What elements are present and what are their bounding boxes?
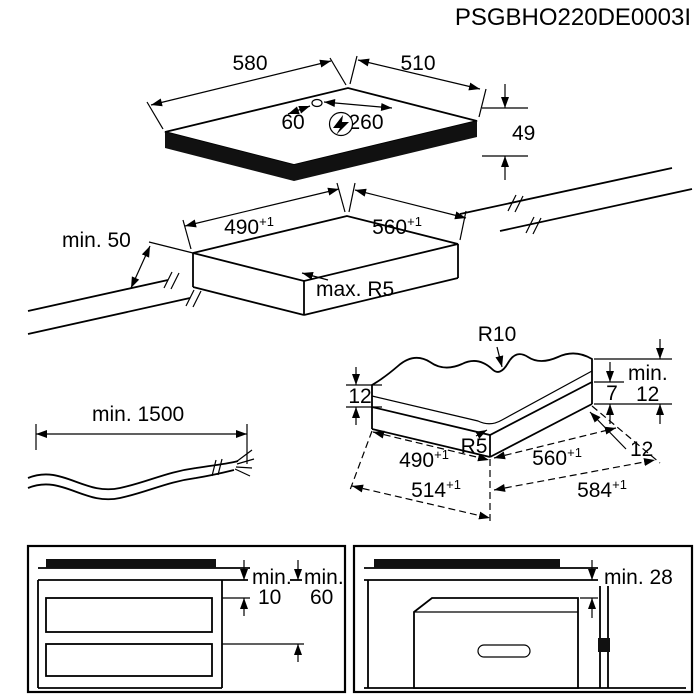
dim-edge-profile-right: 7 min. 12 xyxy=(594,339,672,424)
drawer-lower xyxy=(45,643,213,677)
svg-text:49: 49 xyxy=(512,122,535,145)
dim-hob-width: 580 xyxy=(146,52,347,130)
drawer-clearance-view: min. 10 min. 60 xyxy=(26,544,347,694)
svg-text:12: 12 xyxy=(348,385,371,408)
label-max-corner-radius: max. R5 xyxy=(301,271,394,301)
edge-marking-line xyxy=(371,370,593,425)
dim-gap-hob-shelf: min. 60 xyxy=(222,560,344,662)
corner-dimension-lines: 490+1 514+1 560+1 584+1 xyxy=(349,405,661,522)
drawer-upper xyxy=(45,597,213,633)
built-in-oven xyxy=(413,597,579,689)
svg-text:60: 60 xyxy=(310,586,333,609)
cable-drawing xyxy=(27,449,255,501)
svg-text:min.: min. xyxy=(628,362,668,385)
dim-corner-outer-depth: 514+1 xyxy=(411,477,461,502)
svg-text:12: 12 xyxy=(630,438,653,461)
svg-text:560+1: 560+1 xyxy=(372,214,422,239)
hob-rim-right-face xyxy=(294,121,477,181)
cutout-opening xyxy=(192,215,459,316)
product-code: PSGBHO220DE0003I xyxy=(455,4,691,31)
svg-text:490+1: 490+1 xyxy=(224,214,274,239)
dim-edge-width-right: 12 xyxy=(589,411,653,461)
dim-cutout-width: 560+1 xyxy=(348,182,467,241)
worktop-cutout-view: 490+1 560+1 min. 50 max. R5 xyxy=(27,167,693,335)
dim-corner-outer-width: 584+1 xyxy=(577,477,627,502)
svg-text:min. 50: min. 50 xyxy=(62,229,131,252)
power-cable-view: min. 1500 xyxy=(27,403,255,501)
svg-text:max. R5: max. R5 xyxy=(316,278,394,301)
svg-text:min. 28: min. 28 xyxy=(604,566,673,589)
panel-border-left xyxy=(26,544,347,694)
hob-isometric-view: 580 510 60 260 49 xyxy=(146,52,535,181)
panel-border-right xyxy=(352,544,694,694)
hob-cross-section xyxy=(46,559,216,568)
svg-text:min.: min. xyxy=(252,566,292,589)
mounting-block xyxy=(598,638,610,652)
dim-cable-distance: 260 xyxy=(323,98,393,134)
svg-text:10: 10 xyxy=(258,586,281,609)
svg-text:60: 60 xyxy=(281,111,304,134)
hob-rim-left-face xyxy=(165,132,294,181)
dim-cable-length: min. 1500 xyxy=(92,403,184,426)
dim-cutout-depth: 490+1 xyxy=(182,182,346,250)
dim-gap-hob-drawer: min. 10 xyxy=(222,560,292,616)
cable-entry-hole xyxy=(311,98,323,108)
svg-text:510: 510 xyxy=(400,52,435,75)
svg-text:7: 7 xyxy=(606,382,618,405)
svg-text:260: 260 xyxy=(348,111,383,134)
dim-hob-depth: 510 xyxy=(349,52,487,118)
oven-clearance-view: min. 28 xyxy=(352,544,694,694)
dim-corner-cutout-depth: 490+1 xyxy=(399,447,449,472)
svg-text:R10: R10 xyxy=(478,323,517,346)
dim-cable-offset: 60 xyxy=(281,105,311,134)
label-edge-radius: R10 xyxy=(478,323,517,368)
dim-gap-hob-oven: min. 28 xyxy=(580,560,673,618)
svg-text:580: 580 xyxy=(232,52,267,75)
dim-hob-height: 49 xyxy=(482,84,535,180)
dim-front-clearance: min. 50 xyxy=(62,229,194,289)
dim-corner-cutout-width: 560+1 xyxy=(532,445,582,470)
svg-text:12: 12 xyxy=(636,383,659,406)
hob-cross-section-2 xyxy=(374,559,560,568)
corner-detail-view: R10 R5 12 7 min. 12 12 xyxy=(346,323,672,522)
corner-piece-top-face xyxy=(371,352,593,436)
dim-edge-width-left: 12 xyxy=(346,367,382,425)
svg-text:min.: min. xyxy=(304,566,344,589)
power-connection-icon xyxy=(328,111,354,137)
oven-handle xyxy=(477,644,531,658)
lightning-bolt-icon xyxy=(333,115,349,135)
